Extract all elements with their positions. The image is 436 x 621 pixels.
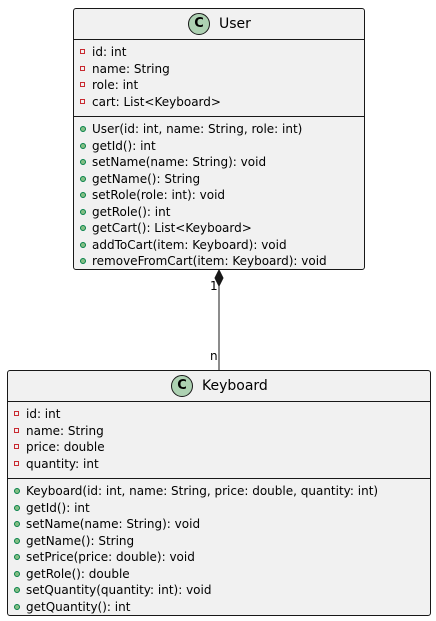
user-attributes: id: int name: String role: int cart: List<K… <box>74 40 364 116</box>
private-visibility-icon <box>14 444 19 449</box>
class-stereotype-icon: C <box>171 375 193 397</box>
method-text: User(id: int, name: String, role: int) <box>92 122 303 136</box>
method-text: setName(name: String): void <box>92 155 267 169</box>
private-visibility-icon <box>80 98 85 104</box>
method-row: getQuantity(): int <box>8 599 430 616</box>
class-stereotype-icon: C <box>188 13 210 35</box>
attribute-text: name: String <box>26 423 104 438</box>
attribute-row: id: int <box>74 44 364 61</box>
method-text: removeFromCart(item: Keyboard): void <box>92 254 327 268</box>
method-row: setPrice(price: double): void <box>8 549 430 566</box>
attribute-text: id: int <box>92 45 127 59</box>
method-text: setPrice(price: double): void <box>26 550 195 564</box>
public-visibility-icon <box>80 225 86 231</box>
method-row: setQuantity(quantity: int): void <box>8 582 430 599</box>
attribute-row: name: String <box>74 61 364 78</box>
method-text: setName(name: String): void <box>26 517 201 531</box>
method-row: getName(): String <box>74 171 364 188</box>
private-visibility-icon <box>14 411 19 416</box>
public-visibility-icon <box>80 208 86 215</box>
attribute-row: quantity: int <box>8 456 430 473</box>
public-visibility-icon <box>14 488 20 494</box>
public-visibility-icon <box>14 521 20 527</box>
method-text: addToCart(item: Keyboard): void <box>92 237 287 252</box>
keyboard-class: C Keyboard id: int name: String price: dou… <box>7 370 431 616</box>
method-row: setName(name: String): void <box>8 516 430 533</box>
method-row: getRole(): double <box>8 566 430 583</box>
public-visibility-icon <box>80 241 86 248</box>
attribute-text: price: double <box>26 440 105 454</box>
attribute-text: id: int <box>26 407 61 421</box>
user-header-divider <box>74 39 364 40</box>
method-row: setName(name: String): void <box>74 154 364 171</box>
method-row: getId(): int <box>8 500 430 517</box>
user-methods: User(id: int, name: String, role: int) ge… <box>74 117 364 276</box>
user-class-header: C User <box>74 9 364 39</box>
private-visibility-icon <box>80 65 85 71</box>
method-text: getId(): int <box>92 138 156 153</box>
public-visibility-icon <box>14 504 20 511</box>
method-text: setRole(role: int): void <box>92 188 226 202</box>
method-row: getName(): String <box>8 533 430 550</box>
public-visibility-icon <box>14 554 20 560</box>
source-multiplicity: 1 <box>210 279 218 293</box>
method-row: getId(): int <box>74 138 364 155</box>
attribute-text: quantity: int <box>26 456 99 471</box>
attribute-row: price: double <box>8 439 430 456</box>
method-row: getRole(): int <box>74 204 364 221</box>
method-text: Keyboard(id: int, name: String, price: d… <box>26 484 379 498</box>
target-multiplicity: n <box>210 349 218 363</box>
public-visibility-icon <box>80 142 86 149</box>
composition-diamond-icon <box>214 268 224 288</box>
attribute-text: name: String <box>92 61 170 76</box>
user-class-name: User <box>219 16 251 32</box>
user-class: C User id: int name: String role: int cart:… <box>73 8 365 270</box>
keyboard-attributes: id: int name: String price: double quantity… <box>8 402 430 478</box>
attribute-text: cart: List<Keyboard> <box>92 94 221 109</box>
method-row: setRole(role: int): void <box>74 187 364 204</box>
method-row: removeFromCart(item: Keyboard): void <box>74 253 364 270</box>
method-text: getRole(): int <box>92 204 171 219</box>
public-visibility-icon <box>14 537 20 544</box>
attribute-row: id: int <box>8 406 430 423</box>
public-visibility-icon <box>14 603 20 610</box>
public-visibility-icon <box>80 126 86 132</box>
method-row: Keyboard(id: int, name: String, price: d… <box>8 483 430 500</box>
keyboard-methods: Keyboard(id: int, name: String, price: d… <box>8 479 430 621</box>
method-text: setQuantity(quantity: int): void <box>26 583 212 597</box>
public-visibility-icon <box>80 258 86 264</box>
public-visibility-icon <box>14 587 20 593</box>
method-row: User(id: int, name: String, role: int) <box>74 121 364 138</box>
attribute-row: role: int <box>74 77 364 94</box>
public-visibility-icon <box>80 159 86 165</box>
attribute-row: cart: List<Keyboard> <box>74 94 364 111</box>
method-text: getName(): String <box>26 533 135 548</box>
private-visibility-icon <box>14 460 19 466</box>
public-visibility-icon <box>80 192 86 198</box>
keyboard-header-divider <box>8 401 430 402</box>
method-text: getName(): String <box>92 171 201 186</box>
attribute-row: name: String <box>8 423 430 440</box>
keyboard-section-divider <box>8 478 430 479</box>
private-visibility-icon <box>14 427 19 433</box>
private-visibility-icon <box>80 82 85 87</box>
keyboard-class-header: C Keyboard <box>8 371 430 401</box>
method-text: getId(): int <box>26 500 90 515</box>
private-visibility-icon <box>80 49 85 54</box>
method-text: getQuantity(): int <box>26 599 131 614</box>
public-visibility-icon <box>80 175 86 182</box>
method-text: getRole(): double <box>26 566 130 581</box>
public-visibility-icon <box>14 570 20 577</box>
keyboard-class-name: Keyboard <box>202 378 268 394</box>
user-section-divider <box>74 116 364 117</box>
method-row: addToCart(item: Keyboard): void <box>74 237 364 254</box>
method-text: getCart(): List<Keyboard> <box>92 221 252 235</box>
attribute-text: role: int <box>92 78 139 92</box>
method-row: getCart(): List<Keyboard> <box>74 220 364 237</box>
